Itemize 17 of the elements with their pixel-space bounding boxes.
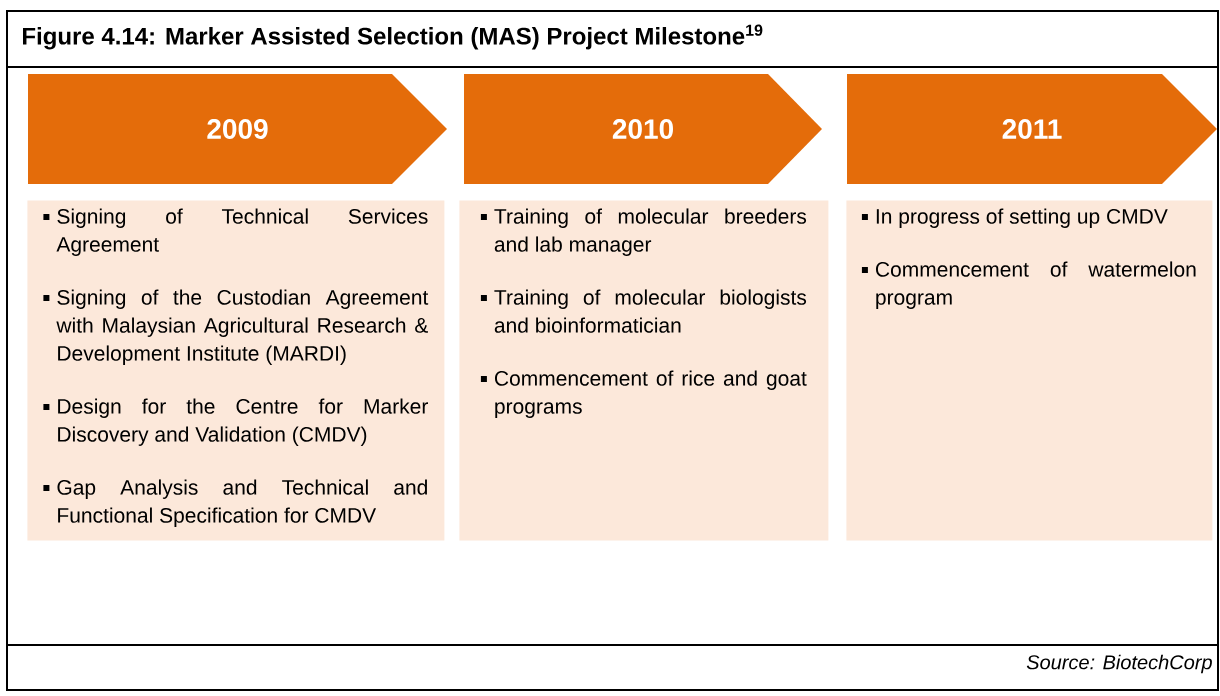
year-banner: 2009	[28, 74, 447, 184]
bullet-item: Gap Analysis and Technical and Functional Specification for CMDV	[43, 479, 427, 527]
bullet-item: In progress of setting up CMDV	[861, 208, 1168, 228]
bullet-item: Signing of the Custodian Agreement with Malaysian Agricultural Research & Development Institute (MARDI)	[43, 289, 429, 365]
year-banner: 2010	[464, 74, 822, 184]
bullet-item: Signing of Technical Services Agreement	[43, 208, 428, 256]
milestone-box	[846, 200, 1213, 541]
bullet-item: Training of molecular breeders and lab manager	[480, 208, 807, 256]
milestone-box	[27, 200, 445, 541]
figure-title: Figure 4.14: Marker Assisted Selection (MAS) Project Milestone$^{19}$	[23, 24, 763, 50]
bullet-item: Training of molecular biologists and bioinformatician	[480, 289, 807, 333]
milestone-box	[459, 200, 829, 541]
bullet-item: Design for the Centre for Marker Discovery and Validation (CMDV)	[43, 398, 428, 446]
source-note: Source: BiotechCorp	[1026, 654, 1212, 674]
year-banner: 2011	[847, 74, 1217, 184]
bullet-item: Commencement of rice and goat programs	[480, 370, 807, 418]
bullet-item: Commencement of watermelon program	[861, 261, 1196, 309]
